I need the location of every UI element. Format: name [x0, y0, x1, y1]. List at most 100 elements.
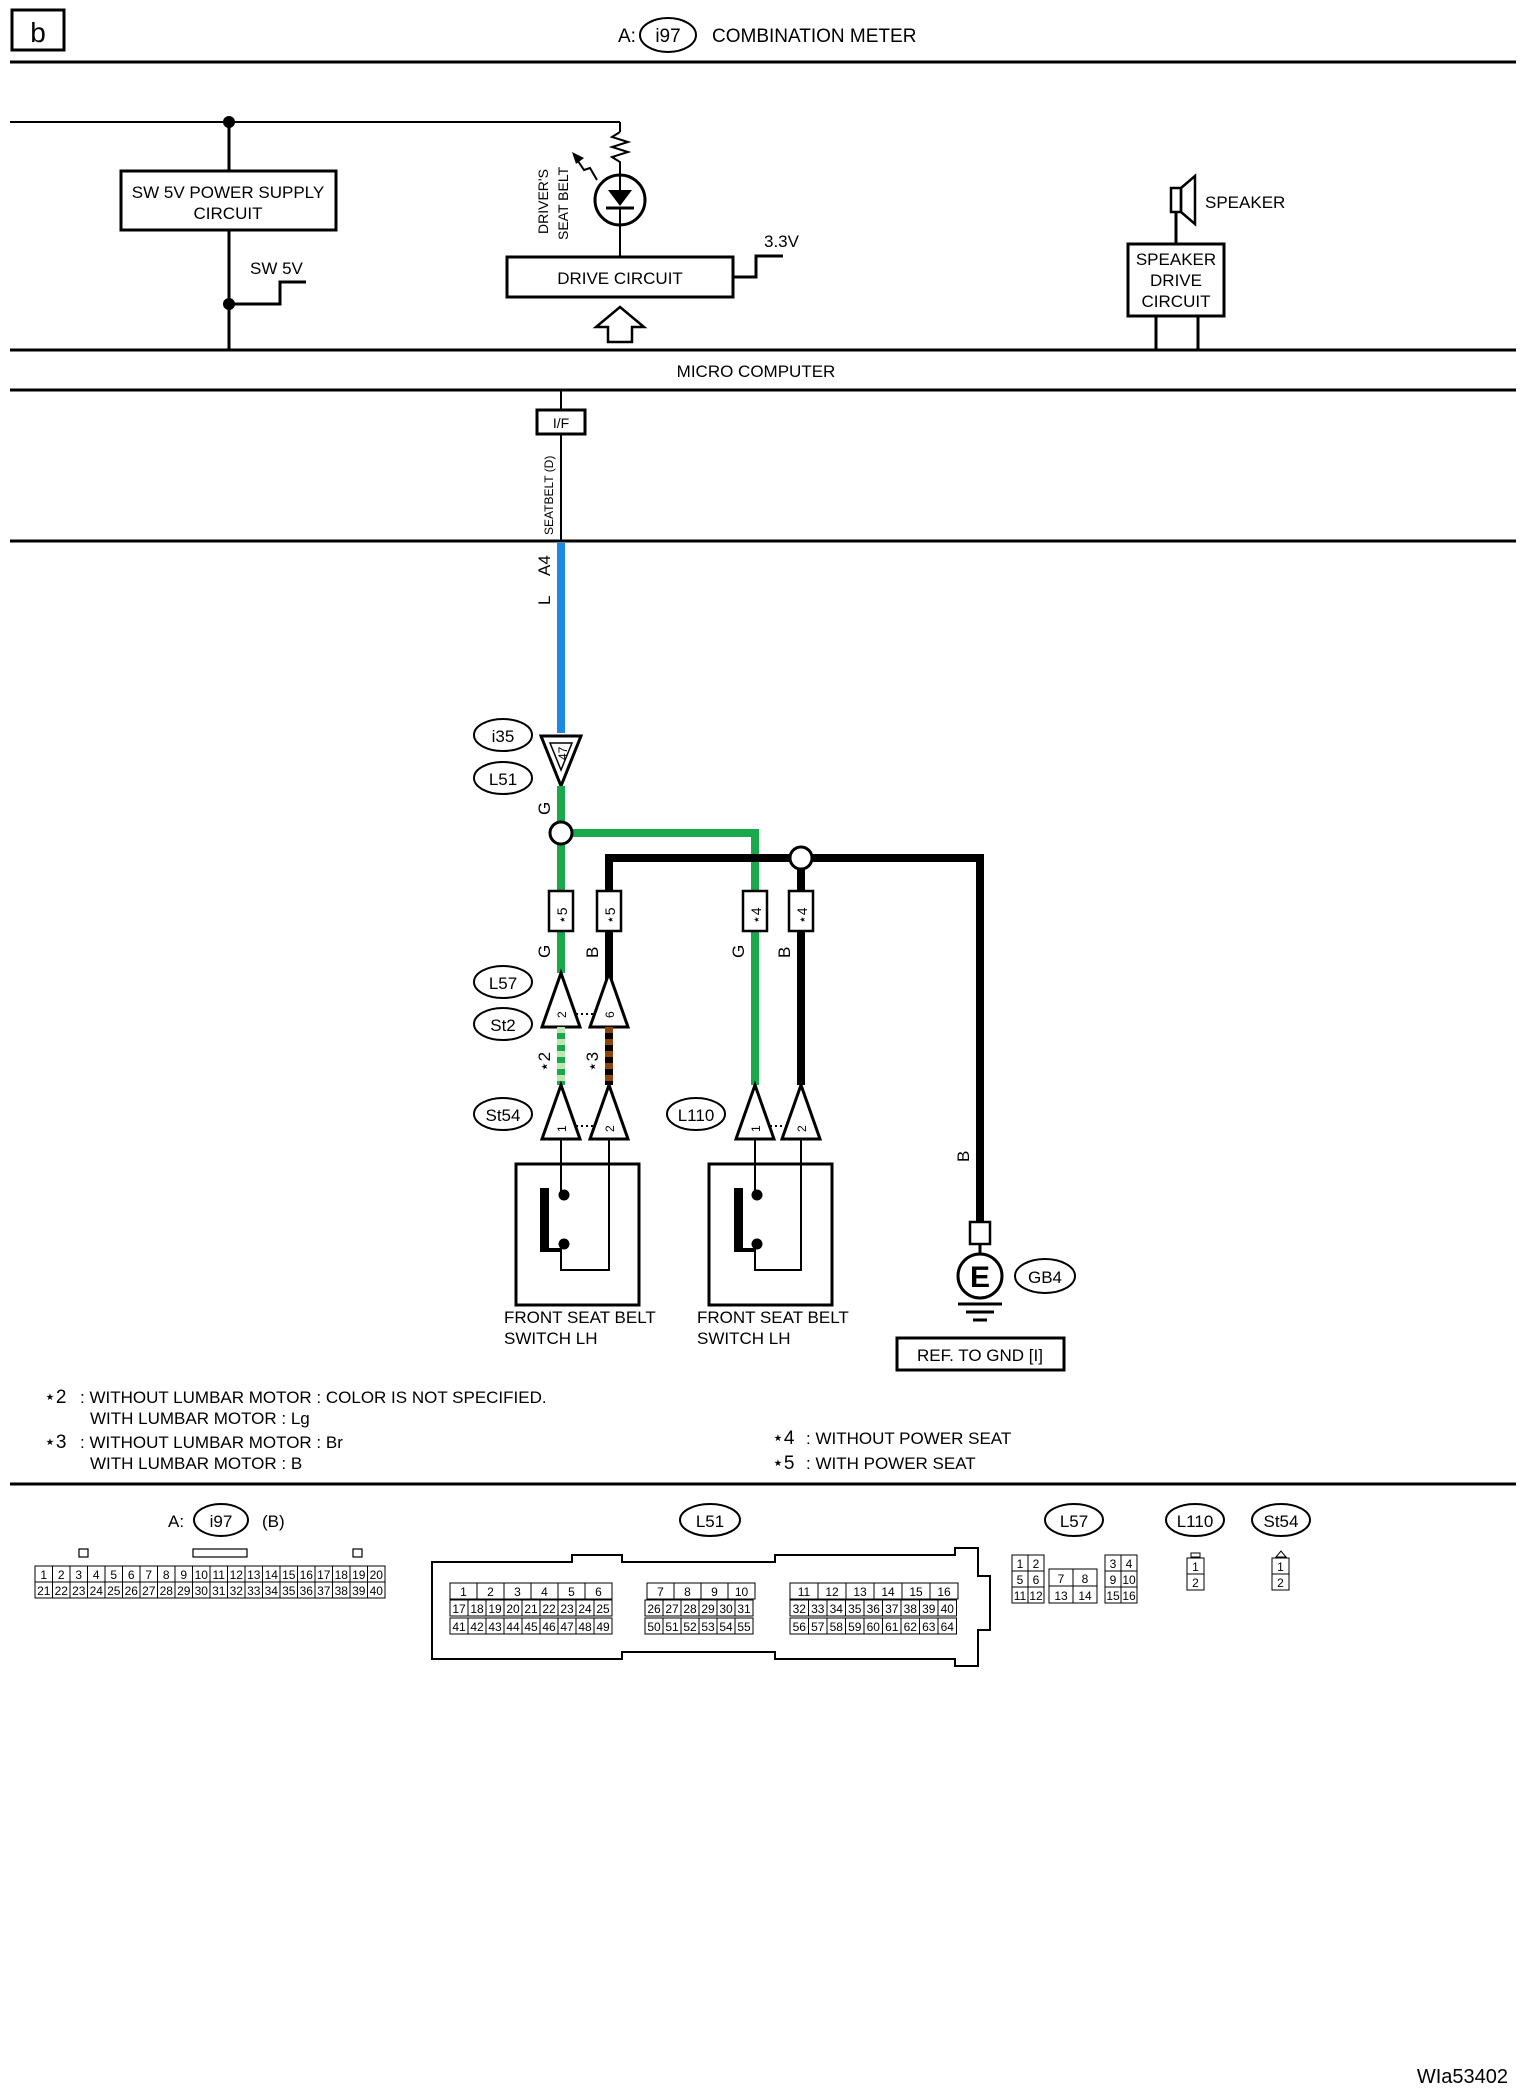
v33-label: 3.3V: [764, 232, 800, 251]
pin-number: 4: [541, 1585, 548, 1599]
pin-number: 2: [1033, 1557, 1040, 1571]
pin-number: 46: [542, 1620, 556, 1634]
pin-number: 42: [470, 1620, 484, 1634]
note-3-line-2: WITH LUMBAR MOTOR : B: [90, 1454, 302, 1473]
pin-number: 27: [142, 1584, 156, 1598]
l57-pin-6: 6: [603, 1011, 617, 1018]
opt-marker-5-b-label: ⋆5: [602, 907, 618, 924]
note-3-mark: ⋆3: [44, 1432, 66, 1453]
pin-cell: [929, 1582, 959, 1600]
i97-face-id: i97: [210, 1512, 233, 1531]
pin-number: 26: [647, 1602, 661, 1616]
seatbelt-signal-label: SEATBELT (D): [542, 456, 556, 535]
pin-number: 19: [352, 1568, 366, 1582]
opt-marker-5-b: [595, 889, 623, 933]
pin-number: 53: [701, 1620, 715, 1634]
st54-face-grid: 12: [1271, 1557, 1290, 1591]
pin-number: 36: [300, 1584, 314, 1598]
switch-1-terminal-b: [558, 1238, 570, 1250]
pin-number: 44: [506, 1620, 520, 1634]
speaker-cone-icon: [1179, 173, 1197, 227]
sw5v-tap: [229, 280, 306, 306]
l51-face-housing: [431, 1547, 991, 1667]
pin-number: 9: [180, 1568, 187, 1582]
pin-number: 34: [265, 1584, 279, 1598]
header-connector-oval: [639, 17, 697, 53]
pin-number: 2: [58, 1568, 65, 1582]
ground-id-oval: [1014, 1258, 1076, 1294]
pin-cell: [727, 1582, 756, 1600]
pin-47-label: 47: [556, 746, 570, 760]
pin-number: 21: [37, 1584, 51, 1598]
pin-number: 8: [684, 1585, 691, 1599]
pin-number: 25: [596, 1602, 610, 1616]
switch-2-terminal-a: [751, 1189, 763, 1201]
pin-number: 37: [885, 1602, 899, 1616]
conn-st54-label: St54: [486, 1106, 521, 1125]
switch-1-lead-b: [560, 1139, 610, 1271]
pin-cell: [1120, 1586, 1138, 1604]
pin-number: 7: [1058, 1572, 1065, 1586]
conn-st54-oval: [473, 1097, 533, 1131]
pin-number: 22: [542, 1602, 556, 1616]
ground-terminal: [968, 1220, 992, 1246]
wire-b-label-3: B: [954, 1151, 973, 1162]
pin-number: 33: [247, 1584, 261, 1598]
pin-number: 11: [798, 1585, 811, 1599]
pin-number: 17: [317, 1568, 331, 1582]
pin-number: 10: [735, 1585, 749, 1599]
speaker-label: SPEAKER: [1205, 193, 1285, 212]
pin-number: 20: [370, 1568, 384, 1582]
pin-number: 2: [1192, 1576, 1199, 1590]
resistor-icon: [608, 131, 632, 175]
pin-number: 33: [811, 1602, 825, 1616]
ref-gnd-box: [895, 1336, 1066, 1372]
pin-number: 49: [596, 1620, 610, 1634]
switch-1-contact-icon: [540, 1188, 549, 1252]
l57-face-id: L57: [1060, 1512, 1088, 1531]
conn-l51-label: L51: [489, 770, 517, 789]
pin-number: 4: [93, 1568, 100, 1582]
conn-i35-oval: [473, 718, 533, 752]
sw5v-power-supply-label-1: SW 5V POWER SUPPLY: [132, 183, 324, 202]
wire-g-label-1: G: [535, 802, 554, 815]
pin-number: 3: [1110, 1557, 1117, 1571]
pin-number: 38: [904, 1602, 918, 1616]
note-4-mark: ⋆4: [772, 1428, 795, 1449]
pin-number: 11: [213, 1568, 226, 1582]
up-arrow-icon: [592, 305, 648, 344]
header-connector: i97: [655, 26, 680, 47]
speaker-drive-label-2: DRIVE: [1150, 271, 1202, 290]
speaker-drive-block: [1126, 242, 1226, 318]
drive-circuit-label: DRIVE CIRCUIT: [557, 269, 683, 288]
page-tag: b: [30, 17, 46, 48]
st54-pin-2: 2: [603, 1125, 617, 1132]
pin-number: 17: [452, 1602, 466, 1616]
pin-number: 57: [811, 1620, 825, 1634]
l110-face-id: L110: [1177, 1512, 1214, 1531]
pin-number: 15: [909, 1585, 923, 1599]
pin-number: 14: [881, 1585, 895, 1599]
header-prefix: A:: [618, 26, 636, 47]
pin-number: 1: [460, 1585, 467, 1599]
pin-number: 11: [1014, 1589, 1027, 1603]
pin-number: 15: [1106, 1589, 1120, 1603]
i97-face-key-right: [352, 1548, 363, 1558]
pin-number: 60: [867, 1620, 881, 1634]
note-3-line-1: : WITHOUT LUMBAR MOTOR : Br: [80, 1433, 343, 1452]
opt-marker-5-g: [547, 889, 575, 933]
opt-marker-4-g: [741, 889, 769, 933]
pin-number: 7: [657, 1585, 664, 1599]
opt-marker-4-b: [787, 889, 815, 933]
pin-number: 29: [177, 1584, 191, 1598]
pin-number: 2: [487, 1585, 494, 1599]
pin-number: 9: [1110, 1573, 1117, 1587]
pin-number: 37: [317, 1584, 331, 1598]
pin-a4-label: A4: [535, 555, 554, 576]
pin-number: 18: [470, 1602, 484, 1616]
st54-face-id: St54: [1264, 1512, 1299, 1531]
pin-number: 18: [335, 1568, 349, 1582]
pin-cell: [937, 1599, 957, 1617]
